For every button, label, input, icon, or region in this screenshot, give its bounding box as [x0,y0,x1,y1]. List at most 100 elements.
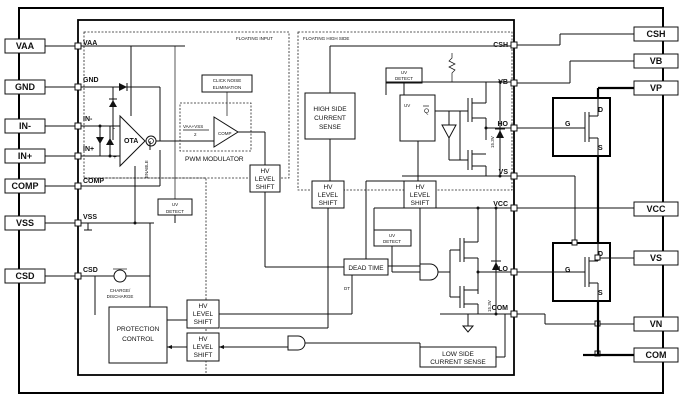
pin-in-plus: IN+ [4,148,46,164]
label-ho: HO [498,121,509,128]
svg-text:DETECT: DETECT [395,76,413,81]
low-side-current-sense: LOW SIDE CURRENT SENSE [419,346,497,368]
ic-body [77,19,515,376]
ota-amplifier: OTA - + ENABLE [81,45,185,231]
svg-text:VAA+VSS: VAA+VSS [183,124,203,129]
low-output-driver [449,208,511,333]
floating-input-label: FLOATING INPUT [236,36,273,41]
pin-vp: VP [633,80,679,96]
hv-level-shift-3: HV LEVEL SHIFT [403,180,437,209]
svg-text:GND: GND [15,82,36,92]
uv-detect-input: UV DETECT [157,198,193,216]
pwm-modulator-region [179,102,252,152]
pin-vn: VN [633,316,679,332]
svg-text:LEVEL: LEVEL [318,192,339,199]
svg-text:COMP: COMP [218,131,232,136]
power-bus-thick [583,86,634,357]
svg-text:LEVEL: LEVEL [255,176,276,183]
floating-high-side-region [297,31,513,191]
svg-text:CSD: CSD [15,271,35,281]
pin-vcc: VCC [633,201,679,217]
input-clamp-diodes [81,83,160,158]
pwm-comparator: COMP VAA+VSS 2 [183,116,239,148]
pwm-modulator-label: PWM MODULATOR [185,156,244,163]
pin-comp: COMP [4,178,46,194]
svg-text:SHIFT: SHIFT [319,200,338,207]
svg-text:CURRENT SENSE: CURRENT SENSE [430,359,486,366]
svg-text:HIGH SIDE: HIGH SIDE [313,106,347,113]
svg-text:UV: UV [389,233,395,238]
svg-text:UV: UV [401,70,407,75]
vb-resistor [448,53,456,82]
svg-text:VP: VP [650,83,662,93]
svg-text:IN+: IN+ [18,151,32,161]
svg-text:SHIFT: SHIFT [194,319,213,326]
high-side-current-sense: HIGH SIDE CURRENT SENSE [304,92,356,140]
label-vs: VS [499,169,509,176]
svg-text:Q: Q [424,108,429,115]
label-gnd: GND [83,77,99,84]
label-vcc: VCC [493,201,508,208]
svg-text:HV: HV [198,303,208,310]
label-in-plus: IN+ [83,146,94,153]
charge-discharge-source: CHARGE/ DISCHARGE [107,268,134,299]
dt-label: DT [344,286,350,291]
high-output-driver [449,82,511,176]
pin-vb: VB [633,53,679,69]
hv-level-shift-5: HV LEVEL SHIFT [186,332,220,362]
svg-text:LEVEL: LEVEL [193,311,214,318]
svg-text:HV: HV [260,168,270,175]
svg-text:VB: VB [650,56,663,66]
label-lo: LO [498,266,508,273]
svg-text:HV: HV [323,184,333,191]
svg-text:2: 2 [194,132,197,137]
svg-text:ELIMINATION: ELIMINATION [213,85,241,90]
label-vaa: VAA [83,40,97,47]
label-in-minus: IN- [83,116,93,123]
svg-text:PROTECTION: PROTECTION [117,326,160,333]
svg-text:G: G [565,267,571,274]
svg-text:S: S [598,145,603,152]
svg-text:CLICK NOISE: CLICK NOISE [213,78,242,83]
svg-text:UV: UV [404,103,410,108]
svg-text:LEVEL: LEVEL [410,192,431,199]
svg-text:DISCHARGE: DISCHARGE [107,294,134,299]
svg-text:15.3V: 15.3V [490,136,495,148]
label-vss: VSS [83,214,97,221]
svg-text:HV: HV [415,184,425,191]
hv-level-shift-4: HV LEVEL SHIFT [186,299,220,329]
uv-detect-high: UV DETECT [385,67,423,84]
pin-com: COM [633,347,679,363]
svg-text:S: S [598,290,603,297]
svg-text:SHIFT: SHIFT [411,200,430,207]
zener-low: 15.3V [487,208,501,314]
svg-text:VS: VS [650,253,662,263]
label-csd: CSD [83,267,98,274]
svg-text:-: - [113,125,115,132]
svg-text:DETECT: DETECT [166,209,184,214]
svg-text:CSH: CSH [646,29,665,39]
outer-frame [18,7,664,394]
and-gate-low [419,263,439,281]
svg-text:OTA: OTA [124,138,138,145]
label-comp: COMP [83,178,104,185]
high-side-mosfet: G D S [552,97,611,157]
left-pin-leads [45,42,82,280]
svg-text:HV: HV [198,336,208,343]
pin-vaa: VAA [4,38,46,54]
buffer-high [441,124,457,140]
svg-text:VN: VN [650,319,663,329]
zener-high: 15.3V [490,82,505,176]
svg-text:VCC: VCC [646,204,666,214]
svg-text:+: + [113,154,117,161]
svg-text:IN-: IN- [19,121,31,131]
svg-text:VSS: VSS [16,218,34,228]
svg-text:COMP: COMP [12,181,39,191]
svg-text:15.3V: 15.3V [487,300,492,312]
pin-csd: CSD [4,268,46,284]
pin-vss: VSS [4,215,46,231]
and-gate-bottom [287,335,306,351]
protection-control-block: PROTECTION CONTROL [108,306,168,364]
svg-text:D: D [598,251,603,258]
external-wiring [517,33,634,357]
